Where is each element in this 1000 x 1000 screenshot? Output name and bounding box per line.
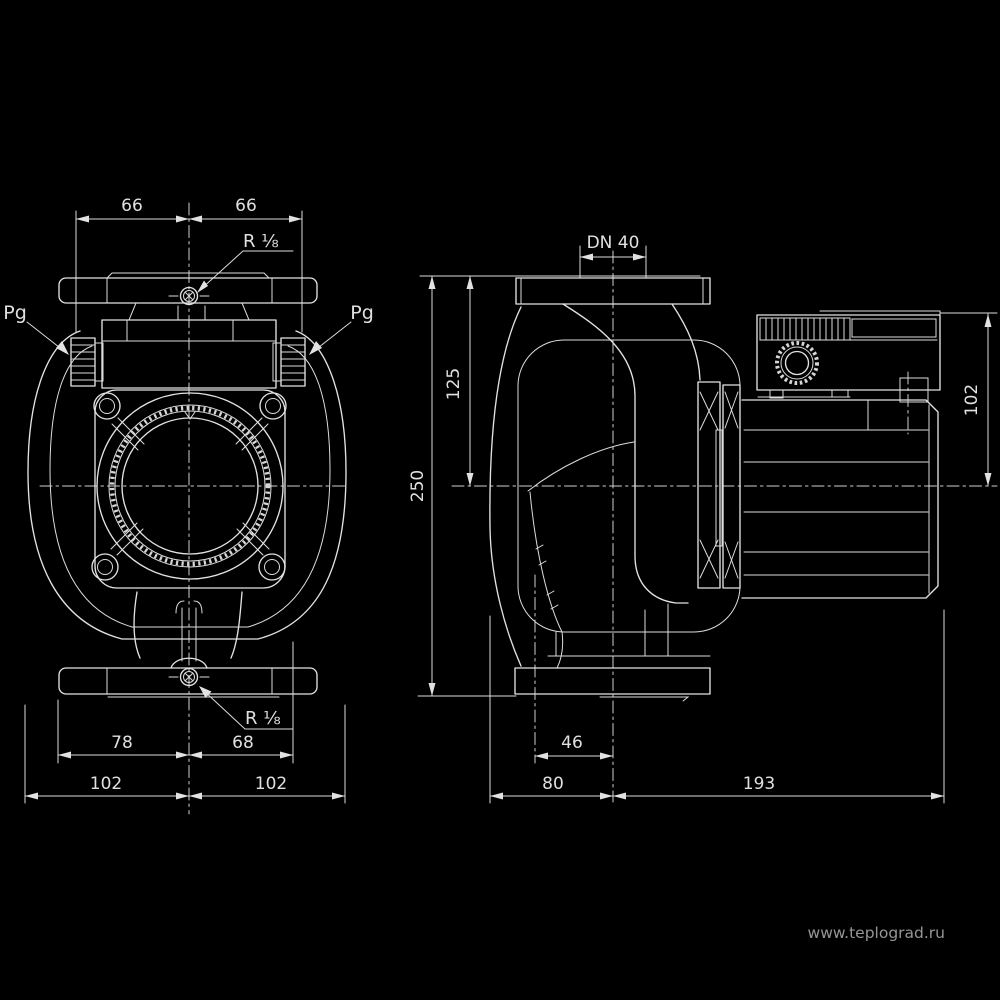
- vent-screw-bottom: [168, 667, 210, 687]
- top-flange: [58, 272, 318, 306]
- dim-250: 250: [408, 275, 701, 697]
- bottom-flange: [58, 657, 318, 698]
- dim-bottom-inner-right-label: 68: [232, 733, 254, 753]
- dim-axis-height-label: 125: [444, 368, 464, 400]
- dim-top-right-label: 66: [235, 196, 257, 216]
- cable-gland-entry: [775, 341, 819, 385]
- side-flange: [515, 277, 711, 305]
- bolt-boss: [91, 392, 287, 581]
- front-view: 66 66 R ⅛ Pg Pg: [3, 196, 374, 815]
- dim-78-68: 78 68: [57, 641, 294, 764]
- vent-port-bottom-callout: R ⅛: [199, 686, 294, 730]
- dim-total-height-label: 250: [408, 470, 428, 502]
- dim-66-66: 66 66: [75, 196, 303, 333]
- dim-80-193: 80 193: [489, 774, 945, 800]
- front-centerlines: [39, 202, 347, 815]
- dim-102-102: 102 102: [24, 704, 346, 804]
- vent-screw-top: [168, 286, 210, 306]
- cable-gland-left: [70, 337, 104, 387]
- watermark: www.teplograd.ru: [808, 924, 945, 942]
- dim-dn40: DN 40: [579, 233, 647, 279]
- vent-slats: [759, 317, 851, 341]
- side-foot: [514, 603, 711, 702]
- cable-gland-left-label: Pg: [3, 302, 27, 324]
- terminal-box: [756, 310, 941, 403]
- dim-bottom-outer-left-label: 102: [90, 774, 122, 794]
- dim-front-to-axis-label: 80: [542, 774, 564, 794]
- vent-port-top-label: R ⅛: [243, 231, 279, 252]
- dim-axis-to-motor-end-label: 193: [743, 774, 775, 794]
- dim-125: 125: [444, 275, 474, 487]
- stator-bore-rings: [96, 392, 284, 580]
- dim-102-side: 102: [939, 312, 998, 487]
- front-terminal-box: [101, 302, 277, 389]
- dim-nominal-diameter-label: DN 40: [587, 233, 640, 253]
- dim-terminal-box-height-label: 102: [962, 384, 982, 416]
- dim-bottom-outer-right-label: 102: [255, 774, 287, 794]
- cable-gland-right-label: Pg: [350, 302, 374, 324]
- bottom-neck: [133, 591, 243, 662]
- motor-body: [741, 399, 939, 599]
- pump-housing-outline: [27, 330, 347, 640]
- dim-46: 46: [489, 609, 945, 804]
- cable-gland-callouts: Pg Pg: [3, 302, 374, 355]
- dim-top-left-label: 66: [121, 196, 143, 216]
- dim-bottom-inner-left-label: 78: [111, 733, 133, 753]
- dim-drain-to-axis-label: 46: [561, 733, 583, 753]
- motor-mount-flange: [697, 381, 741, 589]
- vent-port-top-callout: R ⅛: [197, 231, 294, 293]
- cable-gland-right: [272, 337, 306, 387]
- vent-port-bottom-label: R ⅛: [245, 708, 281, 729]
- side-view: DN 40 250 125: [408, 233, 998, 804]
